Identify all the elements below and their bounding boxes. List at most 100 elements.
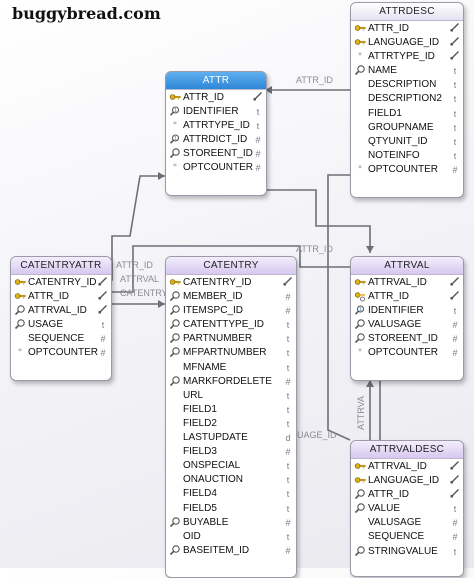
column-row[interactable]: BASEITEM_ID#: [166, 544, 296, 558]
column-row[interactable]: *OPTCOUNTER#: [351, 346, 463, 360]
column-row[interactable]: VALUSAGE#: [351, 318, 463, 332]
nullable-marker-icon: *: [14, 346, 26, 360]
unique-index-icon: 1: [354, 304, 366, 318]
blank-icon: [169, 530, 181, 544]
entity-attrval-title[interactable]: ATTRVAL: [351, 257, 463, 275]
unique-index-icon: 1: [169, 105, 181, 119]
column-name: FIELD5: [183, 502, 217, 514]
column-row[interactable]: *ATTRTYPE_ID: [351, 50, 463, 64]
column-row[interactable]: LANGUAGE_ID: [351, 36, 463, 50]
column-row[interactable]: ATTRVAL_ID: [351, 276, 463, 290]
column-row[interactable]: *OPTCOUNTER#: [166, 161, 266, 175]
column-row[interactable]: ATTRVAL_ID: [11, 304, 111, 318]
column-name: SEQUENCE: [368, 531, 425, 543]
entity-catentryattr-title[interactable]: CATENTRYATTR: [11, 257, 111, 275]
entity-attrdesc-title[interactable]: ATTRDESC: [351, 3, 463, 21]
column-type-glyph: #: [452, 532, 458, 543]
column-row[interactable]: STOREENT_ID#: [351, 332, 463, 346]
column-row[interactable]: LANGUAGE_ID: [351, 474, 463, 488]
column-row[interactable]: MEMBER_ID#: [166, 290, 296, 304]
column-name: GROUPNAME: [368, 121, 434, 133]
relation-link-icon: [450, 22, 460, 36]
column-name: SEQUENCE: [28, 333, 85, 345]
column-name: ATTR_ID: [183, 92, 224, 103]
column-row[interactable]: ATTR_ID: [351, 290, 463, 304]
column-type-glyph: t: [453, 150, 457, 161]
column-row[interactable]: VALUSAGE#: [351, 516, 463, 530]
site-watermark: buggybread.com: [12, 4, 161, 23]
column-row[interactable]: ITEMSPC_ID#: [166, 304, 296, 318]
column-type-glyph: t: [286, 348, 290, 359]
column-row[interactable]: BUYABLE#: [166, 516, 296, 530]
blank-icon: [169, 403, 181, 417]
column-name: BASEITEM_ID: [183, 544, 250, 556]
blank-icon: [169, 417, 181, 431]
column-type-glyph: t: [453, 122, 457, 133]
column-row[interactable]: CATENTRY_ID: [11, 276, 111, 290]
column-row[interactable]: ATTR_ID: [351, 488, 463, 502]
index-icon: [169, 346, 181, 360]
column-row[interactable]: SEQUENCE #: [351, 530, 463, 544]
column-row[interactable]: GROUPNAME t: [351, 121, 463, 135]
entity-catentry-title[interactable]: CATENTRY: [166, 257, 296, 275]
column-row[interactable]: *OPTCOUNTER#: [11, 346, 111, 360]
entity-attrvaldesc-title[interactable]: ATTRVALDESC: [351, 441, 463, 459]
column-type-glyph: t: [453, 136, 457, 147]
blank-icon: [354, 78, 366, 92]
column-type-glyph: t: [453, 546, 457, 557]
column-row[interactable]: ATTR_ID: [351, 22, 463, 36]
primary-key-icon: [354, 460, 366, 474]
column-row[interactable]: SEQUENCE#: [11, 332, 111, 346]
column-row[interactable]: ATTRVAL_ID: [351, 460, 463, 474]
column-row[interactable]: ATTR_ID: [166, 91, 266, 105]
column-name: NOTEINFO: [368, 149, 420, 161]
column-name: DESCRIPTION: [368, 79, 437, 91]
column-name: OPTCOUNTER: [183, 162, 253, 174]
column-row[interactable]: FIELD3#: [166, 445, 296, 459]
blank-icon: [169, 431, 181, 445]
column-type-glyph: t: [453, 66, 457, 77]
column-row[interactable]: STOREENT_ID#: [166, 147, 266, 161]
column-type-glyph: t: [286, 334, 290, 345]
column-row[interactable]: *OPTCOUNTER#: [351, 163, 463, 177]
column-row[interactable]: ATTR_ID: [11, 290, 111, 304]
column-row[interactable]: MARKFORDELETE#: [166, 375, 296, 389]
column-name: ATTR_ID: [368, 291, 409, 303]
column-row[interactable]: CATENTRY_ID: [166, 276, 296, 290]
column-row[interactable]: NOTEINFO t: [351, 149, 463, 163]
entity-attr-title[interactable]: ATTR: [166, 72, 266, 90]
